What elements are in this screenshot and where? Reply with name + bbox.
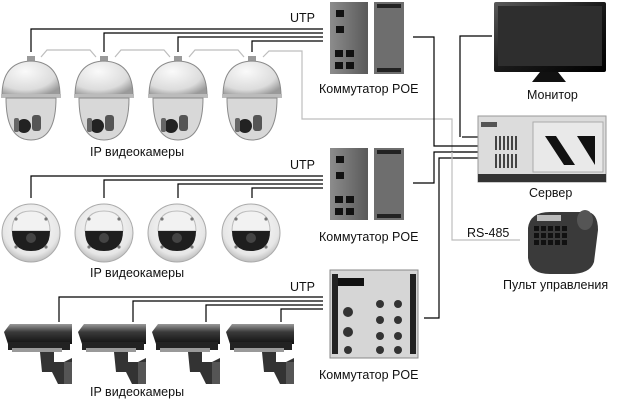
cameras-label-2: IP видеокамеры <box>90 266 185 280</box>
bullet-camera-1 <box>4 324 72 384</box>
poe-switch-3 <box>329 269 419 359</box>
ptz-camera-4 <box>222 56 282 141</box>
server <box>477 115 607 183</box>
poe-switch-2 <box>330 148 404 220</box>
ptz-camera-2 <box>74 56 134 141</box>
fixed-dome-camera-4 <box>221 203 281 263</box>
switch-label-2: Коммутатор POE <box>319 230 419 244</box>
utp-label-2: UTP <box>290 158 315 172</box>
cameras-label-1: IP видеокамеры <box>90 145 185 159</box>
monitor-label: Монитор <box>527 88 578 102</box>
fixed-dome-camera-2 <box>74 203 134 263</box>
utp-label-3: UTP <box>290 280 315 294</box>
switch-label-3: Коммутатор POE <box>319 368 419 382</box>
rs485-label: RS-485 <box>467 226 510 240</box>
rs485-cable <box>451 152 520 241</box>
server-label: Сервер <box>529 186 573 200</box>
ptz-camera-3 <box>148 56 208 141</box>
bullet-camera-4 <box>226 324 294 384</box>
switch-server-cables <box>413 35 492 319</box>
control-panel-label: Пульт управления <box>503 278 609 292</box>
monitor <box>494 2 606 82</box>
poe-switch-1 <box>330 2 404 74</box>
utp-label-1: UTP <box>290 11 315 25</box>
fixed-dome-camera-1 <box>1 203 61 263</box>
switch-label-1: Коммутатор POE <box>319 82 419 96</box>
ptz-camera-1 <box>1 56 61 141</box>
utp-cables-group-1 <box>30 28 323 52</box>
bullet-camera-2 <box>78 324 146 384</box>
utp-cables-group-3 <box>58 296 323 322</box>
bullet-camera-3 <box>152 324 220 384</box>
ptz-keyboard <box>528 210 598 274</box>
cameras-label-3: IP видеокамеры <box>90 385 185 399</box>
fixed-dome-camera-3 <box>147 203 207 263</box>
utp-cables-group-2 <box>30 175 323 198</box>
